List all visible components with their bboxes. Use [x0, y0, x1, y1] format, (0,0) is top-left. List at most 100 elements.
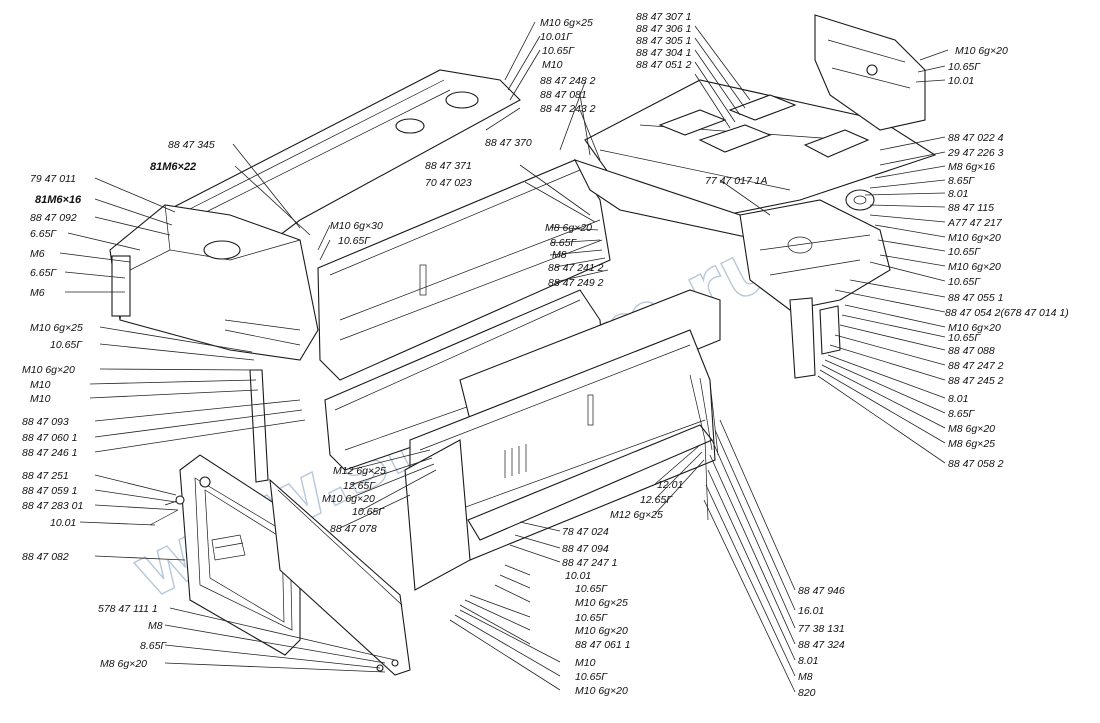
part-label: 578 47 111 1 [98, 603, 158, 615]
part-label: 29 47 226 3 [947, 147, 1004, 159]
part-label: 88 47 371 [425, 160, 472, 172]
part-label: 77 38 131 [798, 623, 845, 635]
part-label: 77 47 017 1А [705, 175, 767, 187]
part-label: М8 [798, 671, 813, 683]
part-label: 10.65Г [352, 506, 385, 518]
part-label: 10.65Г [948, 61, 981, 73]
part-label: М10 [30, 379, 51, 391]
part-label: 10.01Г [540, 31, 573, 43]
part-label: М8 6g×20 [100, 658, 147, 670]
part-label: 88 47 082 [22, 551, 69, 563]
part-label: М10 [542, 59, 563, 71]
part-label: 88 47 249 2 [548, 277, 604, 289]
part-label: 10.65Г [948, 246, 981, 258]
part-label: 88 47 022 4 [948, 132, 1004, 144]
part-label: 88 47 081 [540, 89, 587, 101]
part-label: М10 [30, 393, 51, 405]
part-label: М12 6g×25 [333, 465, 386, 477]
left-bracket [249, 369, 269, 483]
part-label: М8 [552, 249, 567, 261]
part-label: М10 6g×20 [948, 232, 1001, 244]
part-label: М10 6g×20 [575, 625, 628, 637]
part-label: 88 47 245 2 [948, 375, 1004, 387]
part-label: 8.65Г [948, 175, 975, 187]
part-label: М10 6g×20 [948, 322, 1001, 334]
part-label: М12 6g×25 [610, 509, 663, 521]
part-label: 88 47 946 [798, 585, 845, 597]
part-label: 88 47 243 2 [540, 103, 596, 115]
part-label: 70 47 023 [425, 177, 472, 189]
part-label: 10.65Г [948, 276, 981, 288]
part-label: 10.01 [948, 75, 974, 87]
part-label: 8.65Г [140, 640, 167, 652]
part-label: 88 47 058 2 [948, 458, 1004, 470]
part-label: 88 47 093 [22, 416, 69, 428]
part-label: А77 47 217 [947, 217, 1003, 229]
part-label: 16.01 [798, 605, 824, 617]
part-label: 10.01 [50, 517, 76, 529]
part-label: М6 [30, 287, 45, 299]
part-label: 88 47 324 [798, 639, 845, 651]
part-label: 88 47 055 1 [948, 292, 1003, 304]
part-label: М8 6g×25 [948, 438, 995, 450]
part-label: 88 47 345 [168, 139, 215, 151]
part-label: 88 47 247 2 [948, 360, 1004, 372]
part-label: 10.01 [565, 570, 591, 582]
part-label: 88 47 370 [485, 137, 532, 149]
lower-step-panel [269, 478, 411, 676]
part-label: 8.65Г [948, 408, 975, 420]
part-label: 88 47 241 2 [548, 262, 604, 274]
part-label: М10 6g×20 [948, 261, 1001, 273]
part-label: 88 47 051 2 [636, 59, 692, 71]
part-label: 88 47 306 1 [636, 23, 691, 35]
part-label: М8 6g×20 [948, 423, 995, 435]
part-label: 88 47 247 1 [562, 557, 617, 569]
part-label: 78 47 024 [562, 526, 609, 538]
part-label: М10 6g×20 [955, 45, 1008, 57]
part-label: 88 47 248 2 [540, 75, 596, 87]
part-label: 88 47 283 01 [22, 500, 83, 512]
part-label: 10.65Г [338, 235, 371, 247]
part-label: 6.65Г [30, 228, 57, 240]
part-label: М10 [575, 657, 596, 669]
part-label: 8.01 [798, 655, 818, 667]
front-cowl [109, 204, 319, 361]
part-label: 88 47 088 [948, 345, 995, 357]
part-label: М10 6g×20 [322, 493, 375, 505]
right-vertical-bracket [789, 297, 816, 379]
part-label: 8.01 [948, 188, 968, 200]
part-label: 8.65Г [550, 237, 577, 249]
part-label: 81М6×22 [150, 161, 196, 173]
part-label: 10.65Г [542, 45, 575, 57]
right-frame-rail [573, 159, 762, 241]
part-label: 81М6×16 [35, 194, 82, 206]
side-door [179, 454, 321, 656]
part-label: 88 47 246 1 [22, 447, 77, 459]
part-label: 88 47 054 2(678 47 014 1) [945, 307, 1069, 319]
leader-lines [59, 21, 949, 693]
part-label: 10.65Г [575, 583, 608, 595]
part-label: 88 47 251 [22, 470, 69, 482]
part-label: 88 47 092 [30, 212, 77, 224]
part-label: 12.65Г [640, 494, 673, 506]
part-label: М10 6g×20 [22, 364, 75, 376]
part-label: 10.65Г [50, 339, 83, 351]
part-label: 88 47 061 1 [575, 639, 630, 651]
part-label: 88 47 307 1 [636, 11, 691, 23]
part-label: М8 [148, 620, 163, 632]
left-lower-panel [404, 439, 471, 591]
part-label: М10 6g×30 [330, 220, 383, 232]
part-label: М10 6g×25 [575, 597, 628, 609]
part-label: 88 47 115 [948, 202, 994, 214]
part-label: М8 6g×20 [545, 222, 592, 234]
part-label: 10.65Г [575, 612, 608, 624]
parts-drawing [109, 14, 937, 676]
part-label: 88 47 059 1 [22, 485, 77, 497]
part-label: 79 47 011 [30, 173, 76, 185]
part-label: 12.65Г [343, 480, 376, 492]
part-label: 88 47 304 1 [636, 47, 691, 59]
part-label: М6 [30, 248, 45, 260]
right-bracket-assembly [739, 199, 891, 311]
part-label: 88 47 094 [562, 543, 609, 555]
